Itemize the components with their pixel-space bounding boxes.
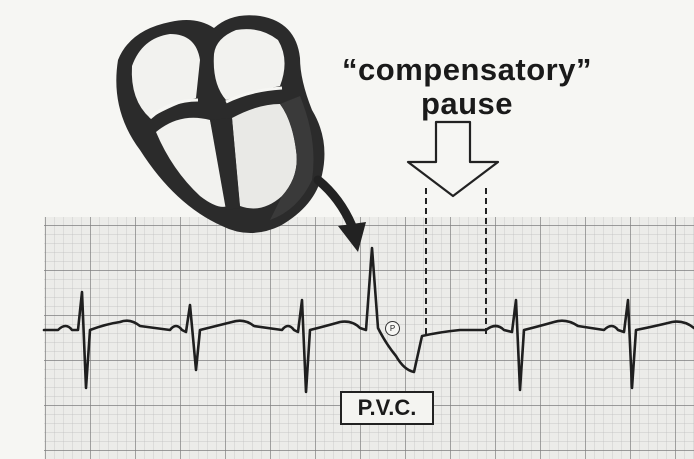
p-wave-marker: P [385, 321, 400, 336]
heart-cross-section-icon [116, 15, 324, 233]
pause-label-line1: “compensatory” [120, 52, 694, 88]
pvc-label-text: P.V.C. [358, 395, 417, 421]
pause-label-line2: pause [120, 86, 694, 122]
down-arrow-icon [408, 122, 498, 196]
pvc-label: P.V.C. [340, 391, 434, 425]
